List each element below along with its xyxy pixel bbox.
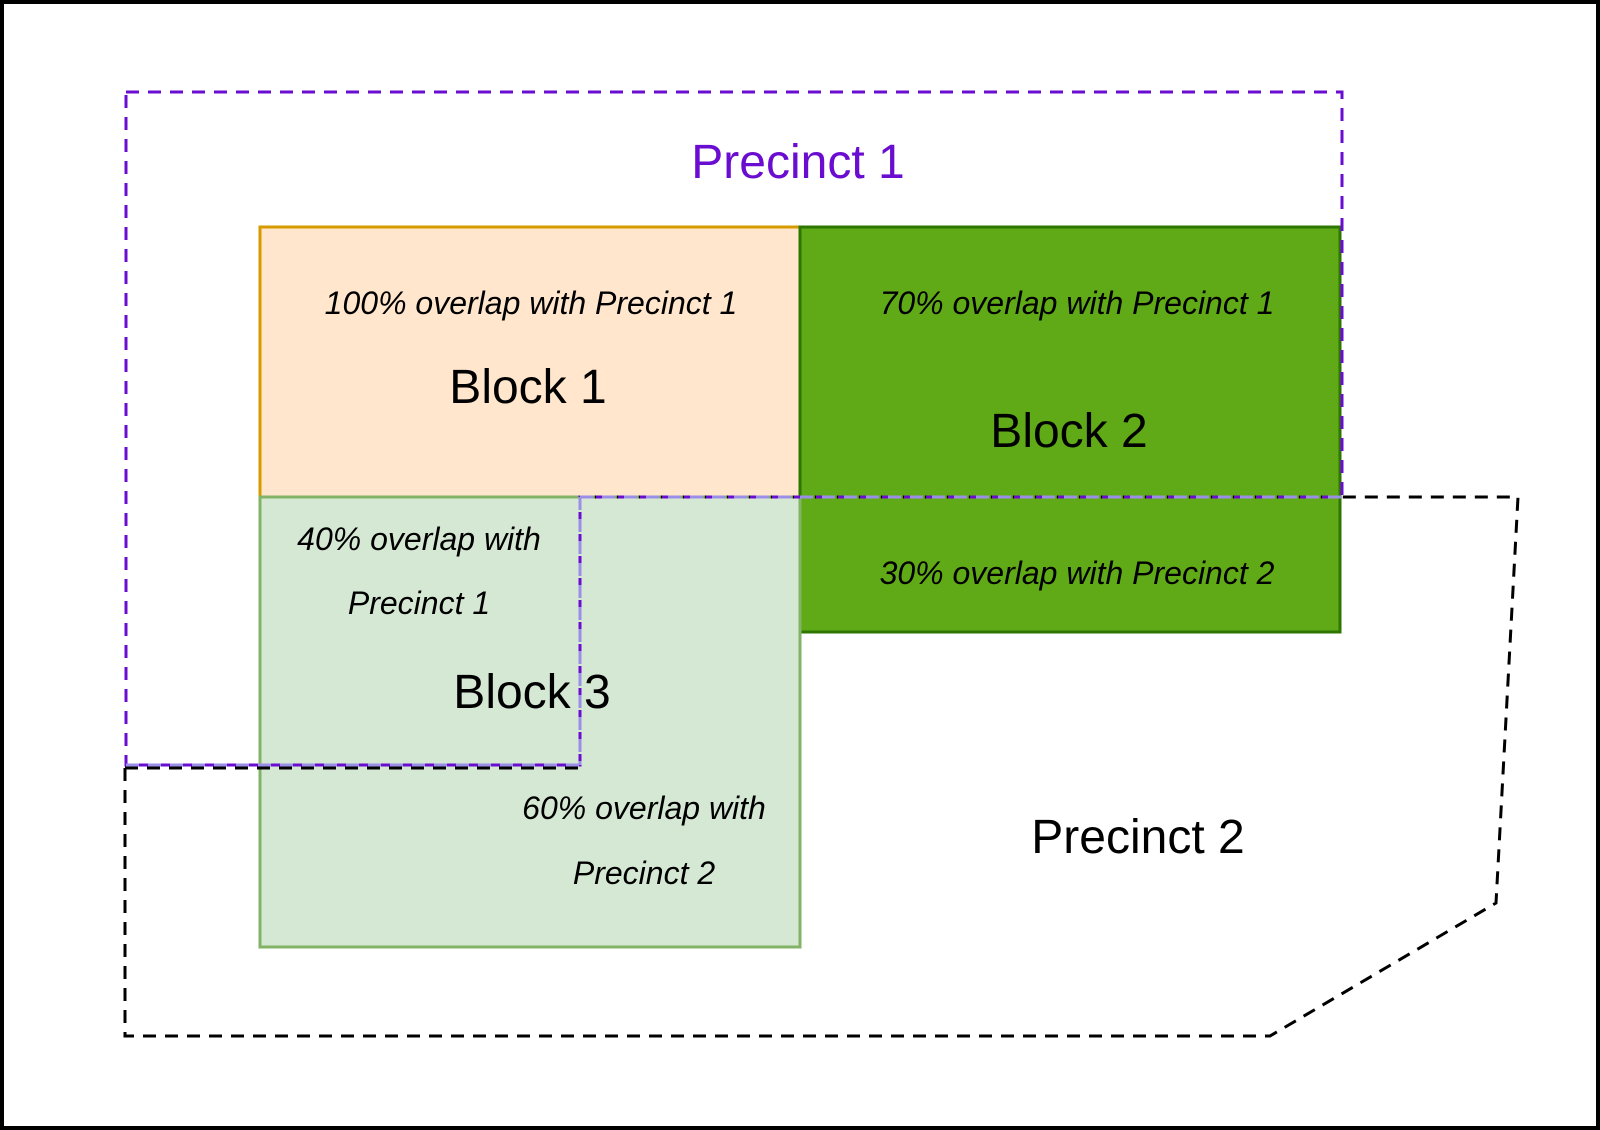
- block-3-label: Block 3: [453, 666, 610, 719]
- block-2-overlap-note-precinct-2: 30% overlap with Precinct 2: [880, 555, 1275, 591]
- precinct-2-boundary: [123, 495, 1520, 1038]
- block-2-overlap-note-precinct-1: 70% overlap with Precinct 1: [880, 285, 1275, 321]
- block-3-overlap-note-precinct-2-line2: Precinct 2: [573, 855, 715, 891]
- block-1-label: Block 1: [449, 361, 606, 414]
- block-3-shape: [258, 495, 802, 949]
- block-3-overlap-note-precinct-1-line2: Precinct 1: [348, 585, 490, 621]
- precinct-1-label: Precinct 1: [691, 136, 904, 189]
- block-1-shape: [258, 225, 802, 499]
- block-3-overlap-note-precinct-1: 40% overlap with: [297, 521, 541, 557]
- block-3-overlap-note-precinct-2: 60% overlap with: [522, 790, 766, 826]
- block-2-shape: [798, 225, 1342, 634]
- block-2-label: Block 2: [990, 405, 1147, 458]
- precinct-2-label: Precinct 2: [1031, 811, 1244, 864]
- block-1-overlap-note: 100% overlap with Precinct 1: [325, 285, 738, 321]
